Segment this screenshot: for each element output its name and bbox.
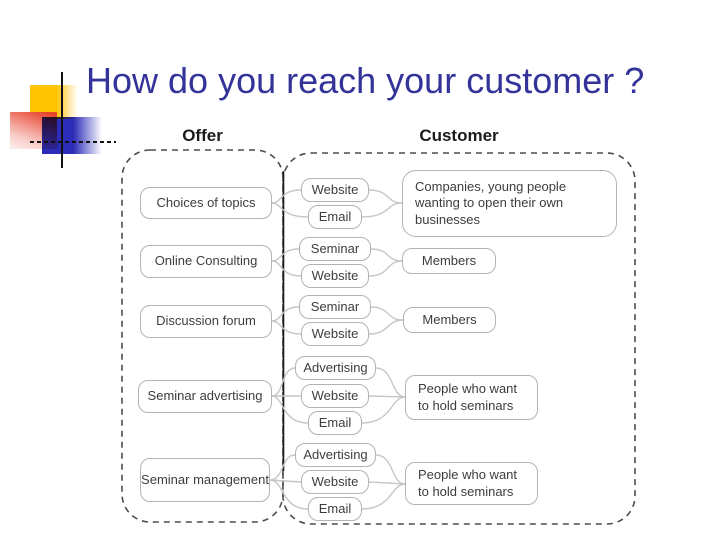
customer-box-companies: Companies, young people wanting to open … [402, 170, 617, 237]
customer-box-members-2: Members [403, 307, 496, 333]
channel-box: Seminar [299, 295, 371, 319]
offer-box-online-consulting: Online Consulting [140, 245, 272, 278]
channel-box: Advertising [295, 356, 376, 380]
offer-box-seminar-advertising: Seminar advertising [138, 380, 272, 413]
channel-box: Email [308, 497, 362, 521]
slide-title: How do you reach your customer ? [86, 60, 645, 101]
offer-box-discussion-forum: Discussion forum [140, 305, 272, 338]
channel-box: Website [301, 264, 369, 288]
customer-box-members-1: Members [402, 248, 496, 274]
channel-box: Email [308, 205, 362, 229]
customer-column-header: Customer [419, 126, 499, 145]
offer-box-seminar-management: Seminar management [140, 458, 270, 502]
offer-column-header: Offer [182, 126, 223, 145]
channel-box: Advertising [295, 443, 376, 467]
channel-box: Website [301, 384, 369, 408]
connector-curves [269, 189, 406, 510]
logo-blue-square [42, 117, 102, 154]
customer-dashed-outline [282, 152, 636, 525]
channel-box: Seminar [299, 237, 371, 261]
customer-box-seminar-holders-2: People who want to hold seminars [405, 462, 538, 505]
channel-box: Email [308, 411, 362, 435]
customer-box-seminar-holders-1: People who want to hold seminars [405, 375, 538, 420]
offer-box-choices-of-topics: Choices of topics [140, 187, 272, 219]
channel-box: Website [301, 178, 369, 202]
channel-box: Website [301, 322, 369, 346]
channel-box: Website [301, 470, 369, 494]
offer-dashed-outline [121, 149, 284, 523]
